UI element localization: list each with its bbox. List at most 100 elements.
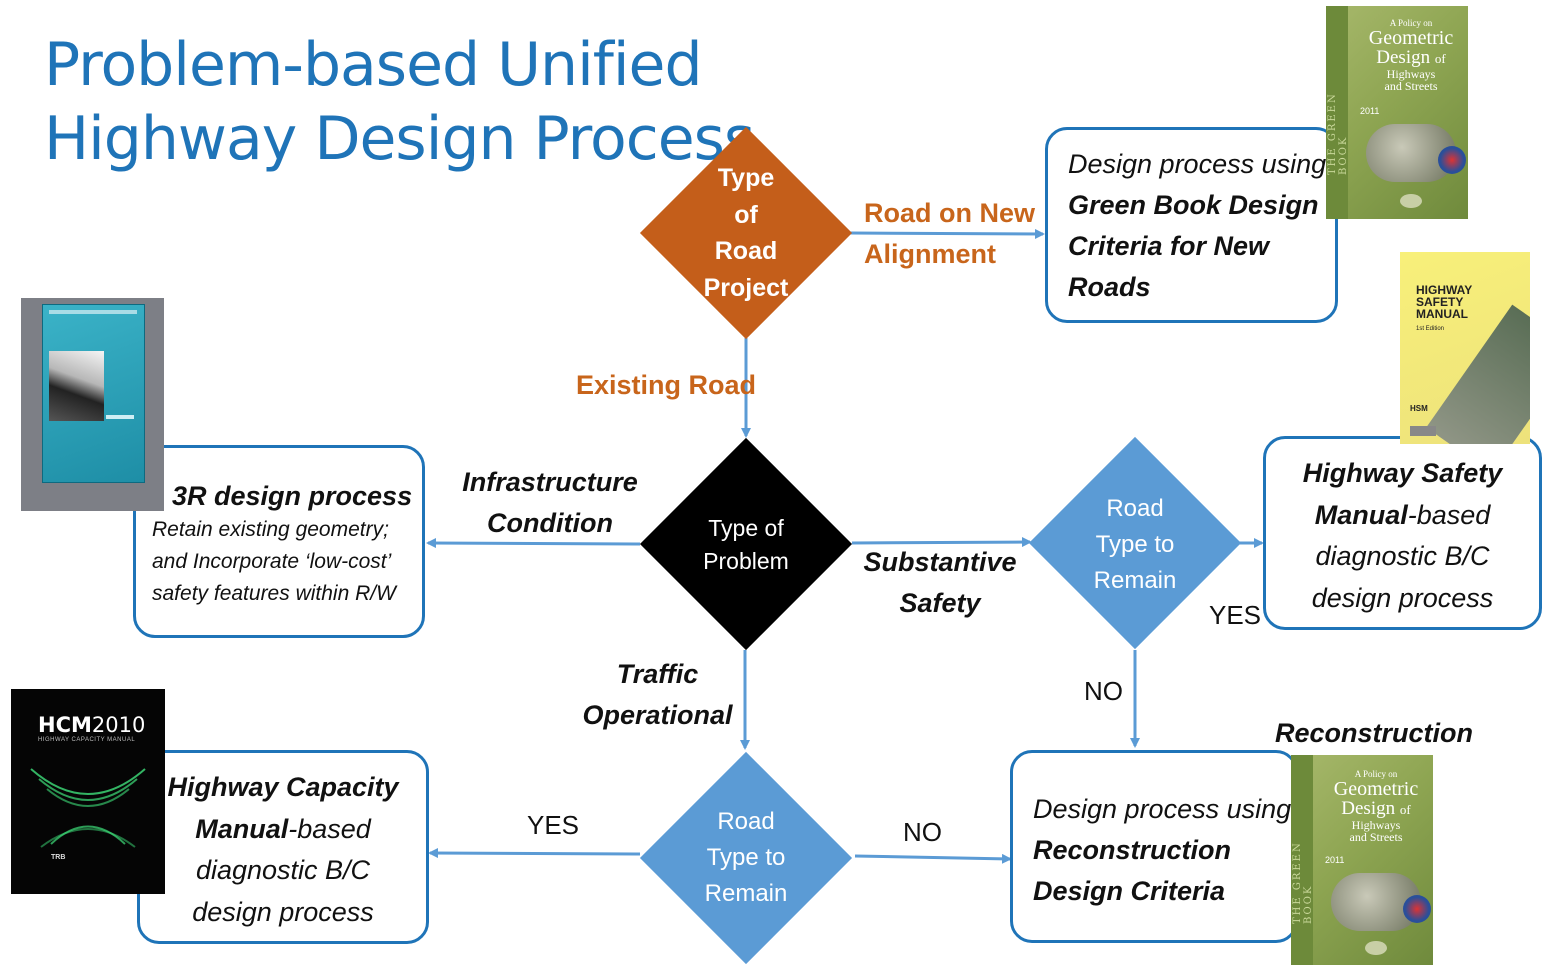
book-line: A Policy on [1354, 769, 1398, 779]
book-title: A Policy on Geometric Design of Highways… [1356, 18, 1466, 92]
hsm-design-box: Highway Safety Manual-based diagnostic B… [1263, 436, 1542, 630]
box-line: Reconstruction [1033, 835, 1232, 865]
title-line-2: Highway Design Process [44, 104, 755, 174]
node-line: of [734, 200, 758, 229]
edge-label-line: Operational [582, 700, 733, 730]
hcm-subtitle: HIGHWAY CAPACITY MANUAL [38, 737, 136, 743]
hcm-brand-rest: 2010 [91, 713, 146, 737]
box-heading: 3R design process [172, 481, 413, 511]
infrastructure-condition-label: Infrastructure Condition [460, 462, 640, 544]
hcm-brand: HCM2010 [38, 713, 145, 737]
arrow-infrastructure [426, 538, 641, 549]
book-line: Highways [1386, 67, 1436, 81]
box-line: Design Criteria [1033, 876, 1226, 906]
box-line: Manual-based [1266, 495, 1539, 537]
aashto-logo [1410, 426, 1436, 436]
book-photo-circle [1438, 146, 1466, 174]
node-line: Remain [1093, 567, 1177, 594]
reconstruction-label: Reconstruction [1275, 718, 1474, 748]
edge-label-line: Road on New [864, 198, 1036, 228]
book-photo-circle [1403, 895, 1431, 923]
box-line-bold: Manual [195, 813, 289, 844]
book-spine [1291, 755, 1313, 965]
box-line: Manual-based [140, 809, 426, 851]
arrow-yes-hcm [428, 848, 641, 859]
hsm-book-title: HIGHWAY SAFETY MANUAL 1st Edition [1416, 284, 1472, 335]
green-book-cover-bottom: THE GREEN BOOK A Policy on Geometric Des… [1291, 755, 1433, 965]
page-title: Problem-based Unified Highway Design Pro… [44, 28, 755, 176]
node-line: Type to [1095, 531, 1175, 558]
hcm-publisher: TRB [51, 854, 66, 861]
box-line: diagnostic B/C [195, 855, 371, 885]
box-line: Retain existing geometry; [152, 518, 389, 541]
3r-book-cover [21, 298, 164, 511]
book-line: Design [1341, 798, 1396, 819]
book-spine-text: THE GREEN BOOK [1327, 92, 1349, 175]
road-type-remain-bottom-label: Road Type to Remain [686, 803, 806, 913]
hcm-cover-graphic [30, 768, 146, 848]
book-spine-text: THE GREEN BOOK [1292, 841, 1314, 924]
book-line: and Streets [1349, 830, 1403, 844]
book-line: Design [1376, 47, 1431, 68]
book-edition: 1st Edition [1416, 326, 1445, 332]
traffic-operational-label: Traffic Operational [575, 654, 740, 736]
box-line: Highway Safety [1302, 458, 1503, 488]
box-line: Roads [1068, 272, 1151, 302]
node-line: Project [703, 273, 789, 302]
book-year: 2011 [1325, 855, 1345, 865]
book-line: Geometric [1368, 27, 1454, 49]
box-line-bold: Manual [1314, 499, 1408, 530]
box-line: design process [192, 896, 374, 927]
node-line: Problem [703, 548, 789, 574]
green-book-cover-top: THE GREEN BOOK A Policy on Geometric Des… [1326, 6, 1468, 219]
box-line: design process [1311, 582, 1494, 613]
type-of-road-project-label: Type of Road Project [686, 160, 806, 306]
existing-road-label: Existing Road [576, 370, 757, 400]
type-of-problem-label: Type of Problem [676, 510, 816, 580]
3r-book-header [49, 310, 137, 314]
node-line: Road [1106, 495, 1164, 522]
book-line: of [1434, 51, 1446, 66]
edge-label-line: Traffic [616, 659, 699, 689]
edge-label-line: Substantive [863, 547, 1017, 577]
3r-book-face [42, 304, 145, 483]
book-line: MANUAL [1416, 307, 1468, 321]
book-line: A Policy on [1389, 18, 1433, 28]
box-line: Green Book Design [1068, 190, 1319, 220]
no-bottom-label: NO [903, 817, 942, 847]
node-line: Remain [704, 880, 788, 907]
substantive-safety-label: Substantive Safety [860, 542, 1020, 624]
box-line: safety features within R/W [152, 582, 396, 605]
box-line-rest: -based [1407, 499, 1491, 530]
arrow-new-alignment [849, 228, 1045, 239]
road-type-remain-right-label: Road Type to Remain [1075, 490, 1195, 600]
hcm-brand-bold: HCM [38, 713, 92, 737]
hcm-book-cover: HCM2010 HIGHWAY CAPACITY MANUAL TRB [11, 689, 165, 894]
box-line: Highway Capacity [167, 772, 399, 802]
new-roads-box: Design process using Green Book Design C… [1045, 127, 1338, 323]
3r-design-box: 3R design process Retain existing geomet… [133, 445, 425, 638]
yes-bottom-label: YES [527, 810, 580, 840]
3r-book-caption [106, 415, 134, 419]
book-year: 2011 [1360, 106, 1380, 116]
edge-label-line: Safety [899, 588, 981, 618]
book-line: HIGHWAY [1416, 283, 1473, 297]
book-line: of [1399, 802, 1411, 817]
node-line: Type of [708, 515, 784, 541]
node-line: Type to [706, 844, 786, 871]
yes-right-label: YES [1209, 600, 1262, 630]
node-line: Road [714, 237, 778, 265]
box-line-rest: -based [288, 813, 371, 844]
box-line: Criteria for New [1068, 231, 1270, 261]
title-line-1: Problem-based Unified [44, 30, 703, 100]
box-line: diagnostic B/C [1315, 541, 1490, 571]
arrow-no-bottom [854, 853, 1012, 864]
node-line: Type [717, 164, 775, 192]
edge-label-line: Alignment [864, 239, 996, 269]
edge-label-line: Condition [487, 508, 613, 538]
road-on-new-alignment-label: Road on New Alignment [864, 193, 1035, 275]
hsm-logo: HSM [1410, 404, 1428, 413]
aashto-logo [1400, 194, 1422, 208]
3r-book-photo [49, 351, 104, 421]
